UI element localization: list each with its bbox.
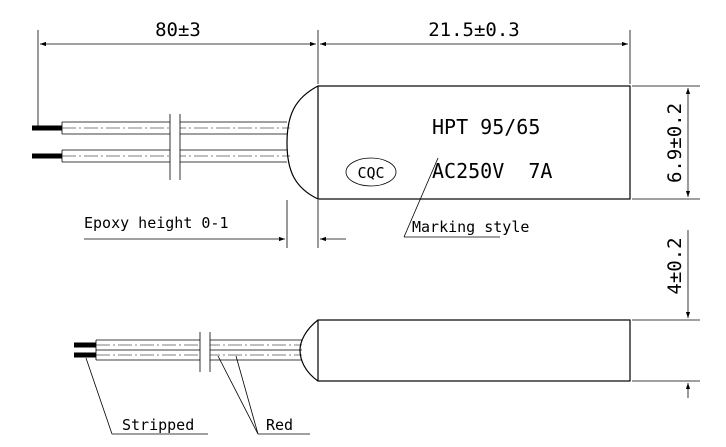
wire-break-side <box>199 332 211 372</box>
red-callout: Red <box>217 355 310 435</box>
wire-break-top <box>169 114 181 180</box>
body-length-label: 21.5±0.3 <box>428 19 520 41</box>
dimension-body-thickness: 4±0.2 <box>632 230 700 398</box>
stripped-callout: Stripped <box>85 357 208 435</box>
epoxy-dome-side <box>299 319 319 382</box>
marking-style-label: Marking style <box>412 218 529 236</box>
red-label: Red <box>266 416 293 434</box>
dimension-body-length: 21.5±0.3 <box>320 19 631 84</box>
body-outline-side <box>317 319 631 382</box>
body-outline-top <box>317 85 631 200</box>
lead-wire-lower <box>32 149 290 163</box>
dimension-body-width: 6.9±0.2 <box>632 85 700 200</box>
body-thickness-label: 4±0.2 <box>664 237 686 294</box>
cqc-logo <box>345 157 397 187</box>
lead-wires-side <box>74 339 302 361</box>
epoxy-height-callout: Epoxy height 0-1 <box>84 200 346 248</box>
side-view <box>74 319 631 382</box>
lead-wire-upper <box>32 121 290 135</box>
marking-model: HPT 95/65 <box>432 115 540 139</box>
stripped-label: Stripped <box>122 416 194 434</box>
top-view: HPT 95/65 AC250V 7A CQC <box>32 85 631 200</box>
epoxy-height-label: Epoxy height 0-1 <box>84 214 229 232</box>
cqc-logo-text: CQC <box>357 164 384 182</box>
body-width-label: 6.9±0.2 <box>664 103 686 183</box>
dimension-lead-length: 80±3 <box>37 19 319 126</box>
epoxy-dome-top <box>286 85 319 200</box>
lead-length-label: 80±3 <box>155 19 201 41</box>
marking-rating: AC250V 7A <box>432 159 552 183</box>
marking-style-callout: Marking style <box>403 157 529 238</box>
